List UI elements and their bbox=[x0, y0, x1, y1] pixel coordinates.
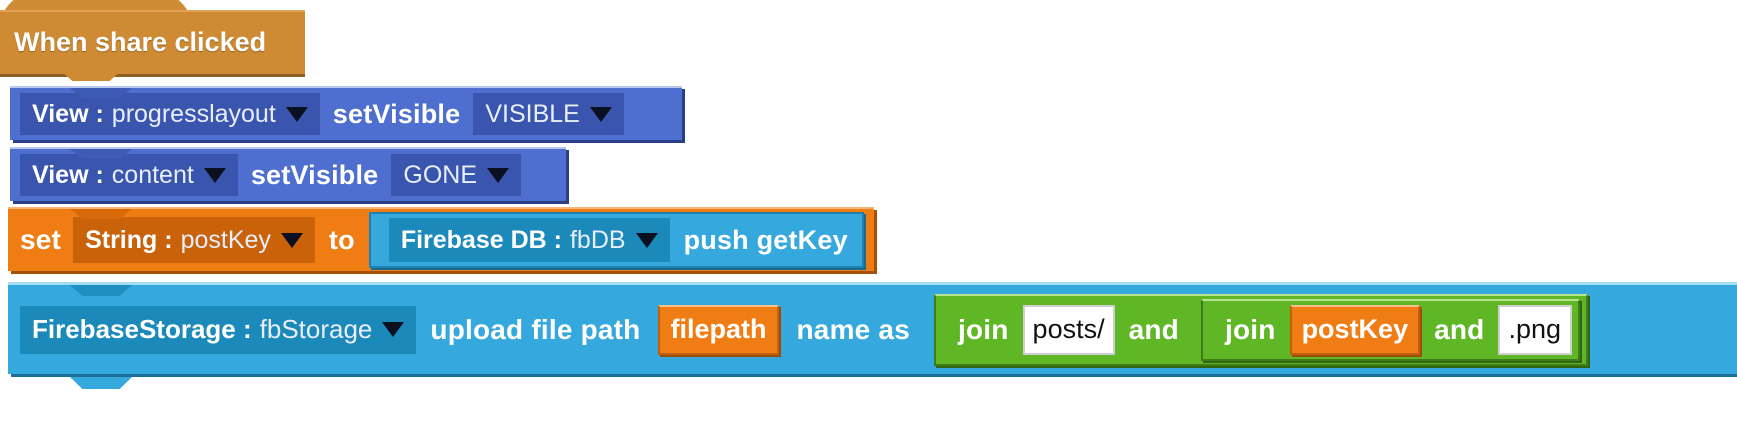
dropdown-visibility-value[interactable]: GONE bbox=[391, 154, 522, 196]
chevron-down-icon[interactable] bbox=[203, 167, 226, 183]
dropdown-view-component[interactable]: View : content bbox=[20, 154, 238, 196]
chevron-down-icon[interactable] bbox=[382, 322, 405, 337]
block-firebasestorage-upload-file[interactable]: FirebaseStorage : fbStorage upload file … bbox=[8, 282, 1737, 389]
variable-type-tag: String : bbox=[85, 225, 173, 254]
block-top-notch bbox=[70, 209, 132, 219]
visibility-value: GONE bbox=[403, 160, 478, 189]
block-top-notch bbox=[70, 285, 132, 296]
visibility-value: VISIBLE bbox=[485, 99, 580, 128]
block-view-setvisible-progresslayout[interactable]: View : progresslayout setVisible VISIBLE bbox=[10, 86, 682, 140]
dropdown-component-value: progresslayout bbox=[111, 99, 276, 128]
hat-bottom-notch bbox=[60, 70, 122, 81]
method-label-push-getkey: push getKey bbox=[683, 224, 848, 255]
block-set-variable-postkey[interactable]: set String : postKey to Firebase DB : fb… bbox=[8, 207, 874, 271]
set-keyword: set bbox=[20, 224, 62, 255]
and-label: and bbox=[1128, 313, 1179, 345]
chevron-down-icon[interactable] bbox=[285, 106, 308, 122]
reporter-firebase-db-push-getkey[interactable]: Firebase DB : fbDB push getKey bbox=[368, 212, 864, 268]
chevron-down-icon[interactable] bbox=[589, 106, 612, 122]
dropdown-component-tag: View : bbox=[32, 160, 104, 189]
reporter-join-outer[interactable]: join posts/ and join postKey and .png bbox=[933, 293, 1589, 366]
block-bottom-notch bbox=[70, 377, 132, 389]
dropdown-component-tag: FirebaseStorage : bbox=[32, 314, 252, 344]
reporter-join-inner[interactable]: join postKey and .png bbox=[1200, 298, 1581, 361]
block-top-notch bbox=[70, 149, 132, 159]
variable-pill-postkey[interactable]: postKey bbox=[1289, 304, 1421, 355]
join-label: join bbox=[957, 313, 1009, 345]
event-block-label: When share clicked bbox=[14, 27, 267, 57]
method-label-upload-file-path: upload file path bbox=[430, 313, 641, 345]
event-block-when-share-clicked[interactable]: When share clicked bbox=[0, 0, 305, 81]
dropdown-visibility-value[interactable]: VISIBLE bbox=[473, 93, 624, 135]
dropdown-component-tag: Firebase DB : bbox=[400, 225, 562, 254]
chevron-down-icon[interactable] bbox=[487, 167, 510, 183]
to-keyword: to bbox=[328, 224, 355, 255]
chevron-down-icon[interactable] bbox=[635, 232, 658, 248]
hat-body bbox=[0, 10, 305, 74]
dropdown-firebase-db-component[interactable]: Firebase DB : fbDB bbox=[388, 218, 670, 262]
dropdown-component-value: content bbox=[111, 160, 194, 189]
variable-pill-filepath[interactable]: filepath bbox=[658, 304, 779, 355]
method-label-name-as: name as bbox=[796, 313, 910, 345]
block-view-setvisible-content[interactable]: View : content setVisible GONE bbox=[10, 147, 566, 201]
variable-name-value: postKey bbox=[180, 225, 271, 254]
dropdown-variable-postkey[interactable]: String : postKey bbox=[73, 217, 315, 263]
dropdown-component-value: fbStorage bbox=[259, 314, 373, 344]
and-label: and bbox=[1434, 313, 1485, 345]
dropdown-firebasestorage-component[interactable]: FirebaseStorage : fbStorage bbox=[20, 305, 417, 354]
block-top-notch bbox=[70, 88, 132, 98]
chevron-down-icon[interactable] bbox=[280, 232, 303, 248]
textfield-posts-prefix[interactable]: posts/ bbox=[1022, 304, 1115, 355]
method-label-setvisible: setVisible bbox=[250, 159, 379, 190]
dropdown-component-tag: View : bbox=[32, 99, 104, 128]
join-label: join bbox=[1224, 313, 1276, 345]
textfield-png-extension[interactable]: .png bbox=[1498, 304, 1573, 355]
method-label-setvisible: setVisible bbox=[332, 98, 461, 129]
dropdown-component-value: fbDB bbox=[569, 225, 626, 254]
dropdown-view-component[interactable]: View : progresslayout bbox=[20, 93, 320, 135]
